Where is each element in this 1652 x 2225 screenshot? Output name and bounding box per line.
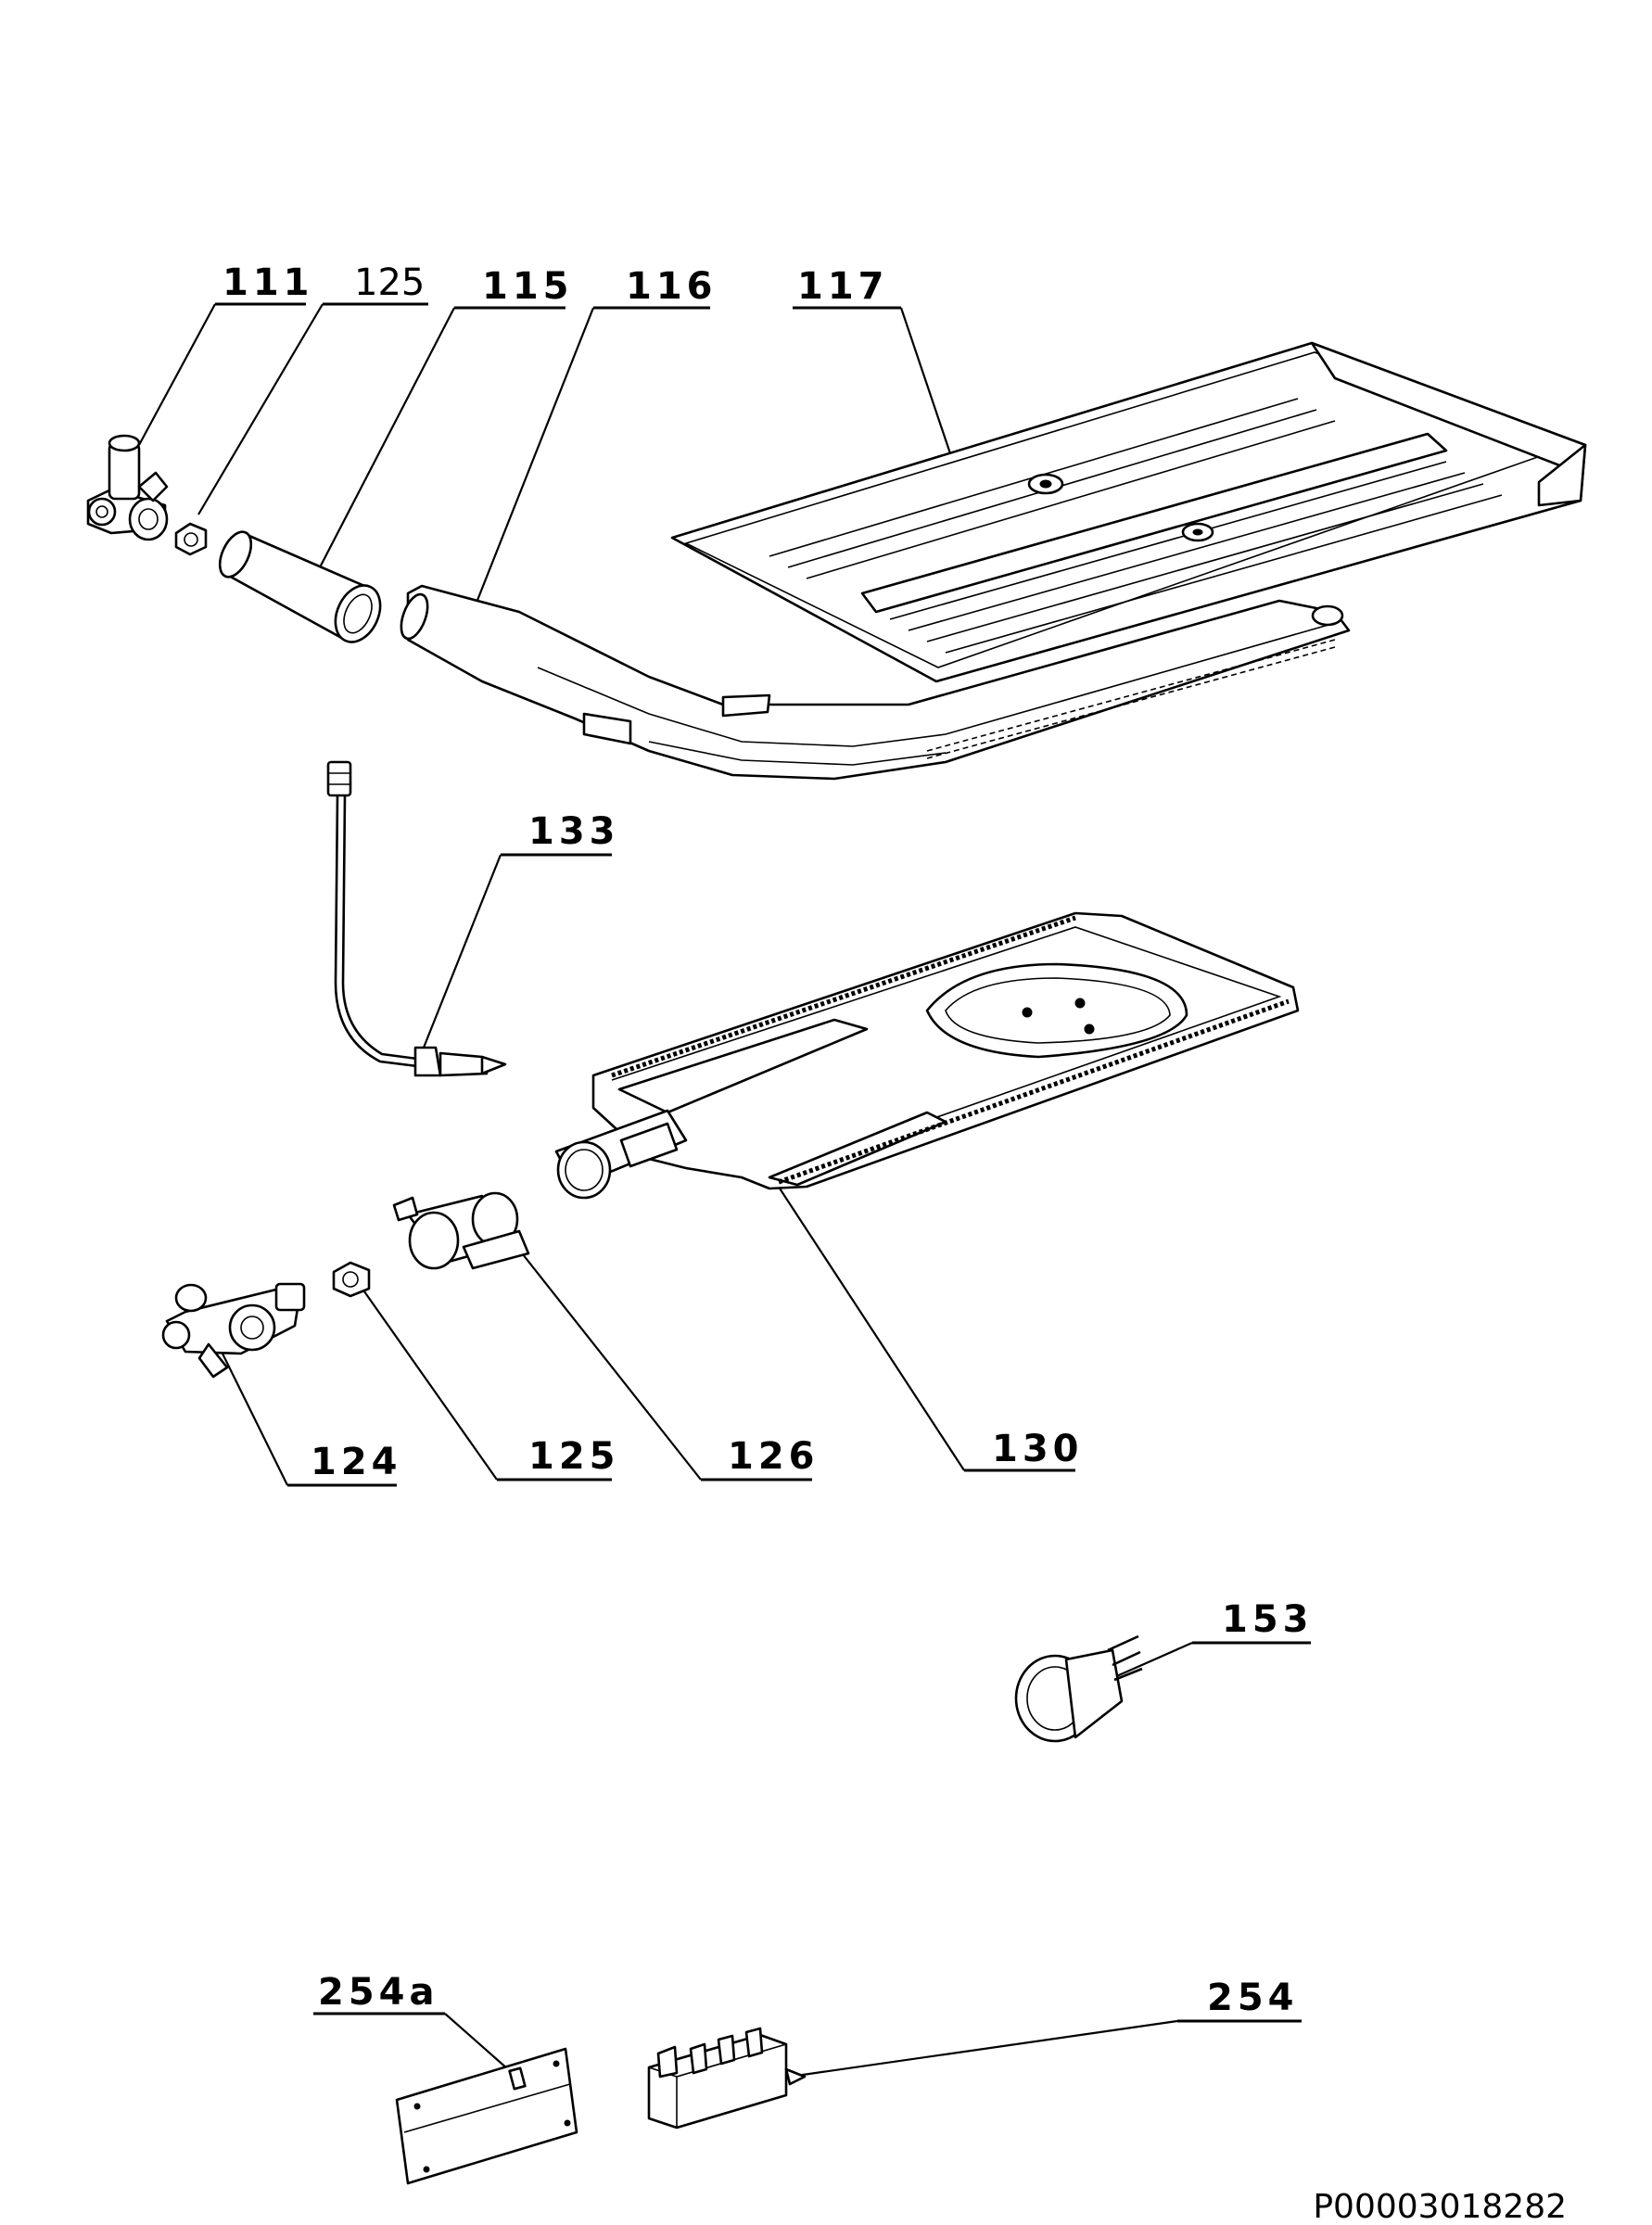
burner-port-row-front — [778, 998, 1290, 1185]
label-153: 153 — [1222, 1598, 1314, 1641]
label-125-bottom: 125 — [528, 1435, 620, 1478]
label-254: 254 — [1207, 1977, 1299, 2019]
label-116: 116 — [626, 265, 718, 308]
part-126-clamp — [392, 1191, 530, 1270]
label-254a: 254a — [318, 1971, 439, 2014]
label-115: 115 — [482, 265, 574, 308]
part-115-venturi-tube — [218, 530, 382, 643]
label-133: 133 — [528, 810, 620, 853]
label-111: 111 — [222, 261, 314, 304]
document-id: P00003018282 — [1313, 2188, 1567, 2225]
leader-lines — [138, 303, 1193, 2079]
part-125-injector-top — [174, 522, 208, 556]
part-254a-bracket — [395, 2047, 578, 2185]
label-126: 126 — [728, 1435, 820, 1478]
part-254-spark-generator — [647, 2027, 807, 2130]
part-124-gas-valve — [161, 1282, 306, 1379]
label-130: 130 — [992, 1428, 1084, 1470]
label-124: 124 — [311, 1441, 402, 1483]
part-130-burner — [554, 911, 1300, 1200]
part-111-gas-valve — [86, 434, 169, 541]
part-labels: 111 125 115 116 117 133 124 125 126 130 … — [215, 261, 1314, 2023]
part-125-injector-bottom — [332, 1261, 371, 1298]
part-116-burner-tube — [400, 584, 1351, 781]
part-153-push-button — [1014, 1634, 1143, 1743]
label-117: 117 — [797, 265, 889, 308]
part-133-thermocouple — [326, 760, 507, 1077]
part-117-grill-plate — [670, 341, 1587, 683]
label-125-top: 125 — [354, 261, 425, 304]
